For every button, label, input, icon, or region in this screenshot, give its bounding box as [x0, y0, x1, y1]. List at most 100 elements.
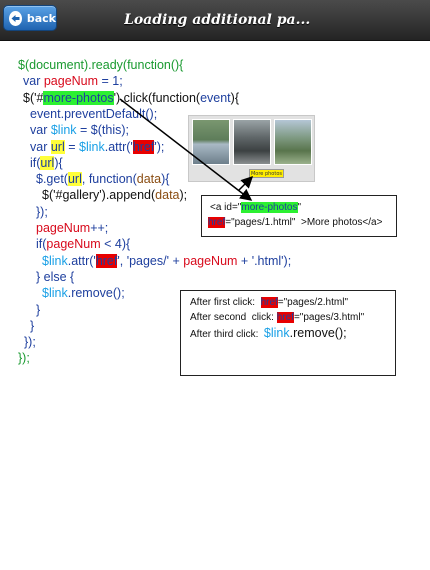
code-token: $('# — [23, 90, 44, 105]
code-token: var — [30, 139, 51, 154]
header-bar: back Loading additional pa... — [0, 0, 430, 41]
code-token: }); — [36, 204, 48, 219]
code-token: href — [95, 253, 118, 268]
code-token: href — [260, 297, 278, 308]
code-token: } — [36, 302, 41, 317]
code-token: href — [208, 217, 226, 228]
code-token: .remove(); — [67, 286, 125, 301]
photo-gallery: More photos — [188, 115, 315, 182]
code-token: $link — [79, 139, 105, 154]
code-token: if( — [30, 155, 41, 170]
code-token: = — [64, 139, 79, 154]
code-token: ').click(function( — [113, 90, 201, 105]
code-token: href — [132, 139, 155, 154]
code-token: data — [155, 188, 180, 203]
code-token: href — [276, 312, 294, 323]
code-line: $(document).ready(function(){ — [18, 57, 183, 73]
click-result-line: After second click: href="pages/3.html" — [190, 312, 364, 323]
code-token: = $(this); — [76, 123, 130, 138]
code-token: " — [297, 202, 302, 213]
code-token: .preventDefault(); — [60, 106, 158, 121]
code-token: data — [136, 172, 162, 187]
code-line: } else { — [36, 269, 74, 285]
code-line: } — [36, 302, 40, 318]
code-line: $link.remove(); — [42, 285, 125, 301]
code-line: event.preventDefault(); — [30, 106, 157, 122]
code-token: }); — [24, 335, 36, 350]
click-result-line: After first click: href="pages/2.html" — [190, 297, 348, 308]
code-token: '); — [154, 139, 165, 154]
markup-line-2: href="pages/1.html" >More photos</a> — [208, 217, 382, 228]
code-line: }); — [18, 350, 30, 366]
code-token: ); — [179, 188, 188, 203]
code-token: event — [30, 106, 61, 121]
code-token: url — [40, 155, 55, 170]
click-result-line: After third click: $link.remove(); — [190, 326, 347, 340]
code-token: $link — [263, 326, 290, 340]
code-token: if( — [36, 237, 47, 252]
code-token: } else { — [36, 269, 75, 284]
page-title: Loading additional pa... — [124, 12, 311, 28]
code-token: $link — [42, 253, 68, 268]
code-token: } — [30, 318, 35, 333]
back-button[interactable]: back — [3, 5, 57, 31]
code-token: After first click: — [190, 297, 261, 308]
code-token: more-photos — [241, 202, 298, 213]
code-line: } — [30, 318, 34, 334]
code-token: $.get( — [36, 172, 68, 187]
click-results-box: After first click: href="pages/2.html" A… — [180, 290, 396, 376]
code-token: ', 'pages/' + — [117, 253, 184, 268]
code-line: $.get(url, function(data){ — [36, 171, 169, 187]
code-line: if(pageNum < 4){ — [36, 236, 130, 252]
arrow-to-button — [238, 175, 254, 191]
code-token: ){ — [161, 172, 170, 187]
code-line: }); — [24, 334, 36, 350]
code-token: = 1; — [98, 74, 123, 89]
code-token: $('#gallery').append( — [42, 188, 156, 203]
code-token: ="pages/1.html" >More photos</a> — [225, 217, 383, 228]
code-token: more-photos — [43, 90, 114, 105]
markup-box: <a id="more-photos" href="pages/1.html" … — [201, 195, 397, 237]
code-line: var $link = $(this); — [30, 122, 129, 138]
code-line: pageNum++; — [36, 220, 108, 236]
code-token: $(document).ready(function(){ — [18, 58, 184, 72]
more-photos-button[interactable]: More photos — [249, 169, 284, 178]
code-line: }); — [36, 204, 48, 220]
code-token: <a id=" — [210, 202, 242, 213]
arrow-to-markup — [119, 98, 253, 201]
code-token: var — [23, 74, 44, 89]
markup-line-1: <a id="more-photos" — [210, 202, 301, 213]
back-arrow-icon — [9, 10, 22, 26]
code-token: ){ — [54, 155, 63, 170]
gallery-photo — [192, 119, 230, 165]
code-line: var pageNum = 1; — [23, 73, 123, 89]
code-line: $('#gallery').append(data); — [42, 187, 187, 203]
code-token: pageNum — [36, 221, 91, 235]
code-token: var — [30, 123, 51, 138]
code-token: ="pages/2.html" — [277, 297, 348, 308]
code-token: , function( — [81, 172, 137, 187]
code-token: .remove(); — [289, 326, 347, 340]
code-line: if(url){ — [30, 155, 63, 171]
code-token: url — [67, 172, 82, 187]
back-label: back — [26, 11, 56, 25]
code-token: After second click: — [190, 312, 277, 323]
code-token: $link — [42, 286, 68, 301]
code-line: $link.attr('href', 'pages/' + pageNum + … — [42, 253, 291, 269]
code-token: pageNum — [46, 237, 101, 252]
code-token: $link — [50, 123, 77, 138]
code-token: ="pages/3.html" — [293, 312, 365, 323]
gallery-photo — [274, 119, 312, 165]
code-token: ){ — [230, 90, 240, 105]
code-token: After third click: — [190, 329, 264, 340]
code-line: var url = $link.attr('href'); — [30, 139, 164, 155]
code-token: }); — [18, 351, 30, 366]
code-line: $('#more-photos').click(function(event){ — [23, 90, 239, 106]
code-token: pageNum — [43, 74, 99, 89]
code-token: url — [50, 139, 65, 154]
code-token: event — [200, 90, 231, 105]
code-token: pageNum — [183, 253, 238, 268]
code-token: < 4){ — [100, 237, 131, 252]
code-token: ++; — [90, 221, 109, 235]
